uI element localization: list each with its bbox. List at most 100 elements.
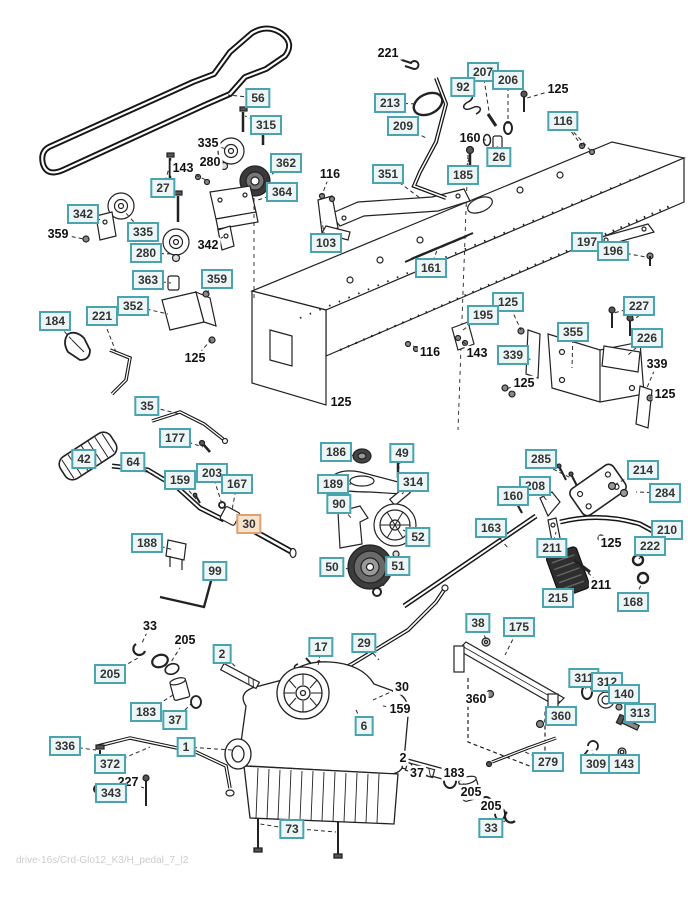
part-callout-210[interactable]: 210 <box>650 520 684 540</box>
part-callout-1[interactable]: 1 <box>176 737 196 757</box>
brake-pedal-group <box>402 463 664 609</box>
part-callout-359[interactable]: 359 <box>200 269 234 289</box>
part-callout-50[interactable]: 50 <box>319 557 345 577</box>
part-callout-214[interactable]: 214 <box>626 460 660 480</box>
part-callout-29[interactable]: 29 <box>351 633 377 653</box>
part-callout-140[interactable]: 140 <box>607 684 641 704</box>
part-callout-351[interactable]: 351 <box>371 164 405 184</box>
part-callout-90[interactable]: 90 <box>326 494 352 514</box>
part-callout-116: 116 <box>417 344 443 360</box>
part-callout-143[interactable]: 143 <box>607 754 641 774</box>
part-callout-335[interactable]: 335 <box>126 222 160 242</box>
part-callout-183[interactable]: 183 <box>129 702 163 722</box>
part-callout-2: 2 <box>397 750 409 766</box>
leader-line-167 <box>231 483 238 511</box>
part-callout-99[interactable]: 99 <box>202 561 228 581</box>
part-callout-103[interactable]: 103 <box>309 233 343 253</box>
part-callout-125: 125 <box>545 81 571 97</box>
part-callout-56[interactable]: 56 <box>245 88 271 108</box>
part-callout-205[interactable]: 205 <box>93 664 127 684</box>
part-callout-33: 33 <box>141 618 159 634</box>
part-callout-279[interactable]: 279 <box>531 752 565 772</box>
part-callout-355[interactable]: 355 <box>556 322 590 342</box>
part-callout-363[interactable]: 363 <box>131 270 165 290</box>
drawing-filename: drive-16s/Crd-Glo12_K3/H_pedal_7_l2 <box>16 855 189 866</box>
part-callout-313[interactable]: 313 <box>623 703 657 723</box>
part-callout-33[interactable]: 33 <box>478 818 504 838</box>
part-callout-189[interactable]: 189 <box>316 474 350 494</box>
part-callout-284[interactable]: 284 <box>648 483 682 503</box>
part-callout-185[interactable]: 185 <box>446 165 480 185</box>
part-callout-177[interactable]: 177 <box>158 428 192 448</box>
leader-line-197 <box>586 233 613 243</box>
part-callout-37[interactable]: 37 <box>162 710 188 730</box>
part-callout-342[interactable]: 342 <box>66 204 100 224</box>
leader-line-188 <box>146 542 175 551</box>
part-callout-51[interactable]: 51 <box>385 556 411 576</box>
part-callout-92[interactable]: 92 <box>450 77 476 97</box>
part-callout-215[interactable]: 215 <box>541 588 575 608</box>
part-callout-362[interactable]: 362 <box>269 153 303 173</box>
part-callout-314[interactable]: 314 <box>396 472 430 492</box>
part-callout-116[interactable]: 116 <box>547 111 579 131</box>
part-callout-125[interactable]: 125 <box>491 292 525 312</box>
part-callout-359: 359 <box>45 226 71 242</box>
part-callout-209[interactable]: 209 <box>386 116 420 136</box>
part-callout-26[interactable]: 26 <box>486 147 512 167</box>
part-callout-211: 211 <box>588 577 614 593</box>
part-callout-285[interactable]: 285 <box>524 449 558 469</box>
part-callout-143: 143 <box>464 345 490 361</box>
part-callout-125: 125 <box>652 386 678 402</box>
part-callout-186[interactable]: 186 <box>319 442 353 462</box>
part-callout-125: 125 <box>511 375 537 391</box>
part-callout-372[interactable]: 372 <box>93 754 127 774</box>
part-callout-343[interactable]: 343 <box>94 783 128 803</box>
part-callout-73[interactable]: 73 <box>279 819 305 839</box>
part-callout-227[interactable]: 227 <box>622 296 656 316</box>
part-callout-195[interactable]: 195 <box>466 305 500 325</box>
part-callout-213[interactable]: 213 <box>373 93 407 113</box>
part-callout-168[interactable]: 168 <box>616 592 650 612</box>
part-callout-360[interactable]: 360 <box>544 706 578 726</box>
part-callout-221[interactable]: 221 <box>85 306 119 326</box>
part-callout-27[interactable]: 27 <box>150 178 176 198</box>
part-callout-42[interactable]: 42 <box>71 449 97 469</box>
part-callout-222[interactable]: 222 <box>633 536 667 556</box>
part-callout-52[interactable]: 52 <box>405 527 431 547</box>
part-callout-2[interactable]: 2 <box>212 644 232 664</box>
part-callout-203[interactable]: 203 <box>195 463 229 483</box>
part-callout-35[interactable]: 35 <box>134 396 160 416</box>
part-callout-175[interactable]: 175 <box>502 617 536 637</box>
part-callout-339[interactable]: 339 <box>496 345 530 365</box>
part-callout-159[interactable]: 159 <box>163 470 197 490</box>
part-callout-315[interactable]: 315 <box>249 115 283 135</box>
part-callout-38[interactable]: 38 <box>465 613 491 633</box>
part-callout-280[interactable]: 280 <box>129 243 163 263</box>
part-callout-49[interactable]: 49 <box>389 443 415 463</box>
part-callout-211[interactable]: 211 <box>536 538 568 558</box>
drive-belt-drawing <box>39 25 293 176</box>
part-callout-205: 205 <box>458 784 484 800</box>
part-callout-196[interactable]: 196 <box>596 241 630 261</box>
part-callout-163[interactable]: 163 <box>474 518 508 538</box>
part-callout-167[interactable]: 167 <box>220 474 254 494</box>
part-callout-184[interactable]: 184 <box>38 311 72 331</box>
part-callout-309[interactable]: 309 <box>579 754 613 774</box>
leader-line-184 <box>54 320 73 341</box>
part-callout-206[interactable]: 206 <box>491 70 525 90</box>
part-callout-160[interactable]: 160 <box>496 486 530 506</box>
part-callout-188[interactable]: 188 <box>130 533 164 553</box>
part-callout-364[interactable]: 364 <box>265 182 299 202</box>
part-callout-161[interactable]: 161 <box>414 258 448 278</box>
part-callout-64[interactable]: 64 <box>120 452 146 472</box>
part-callout-6[interactable]: 6 <box>354 716 374 736</box>
part-callout-352[interactable]: 352 <box>116 296 150 316</box>
part-callout-30[interactable]: 30 <box>236 514 262 534</box>
part-callout-336[interactable]: 336 <box>48 736 82 756</box>
leader-line-364 <box>257 191 283 201</box>
part-callout-197[interactable]: 197 <box>570 232 604 252</box>
part-callout-17[interactable]: 17 <box>308 637 334 657</box>
part-callout-226[interactable]: 226 <box>630 328 664 348</box>
left-idler-group <box>82 152 235 344</box>
